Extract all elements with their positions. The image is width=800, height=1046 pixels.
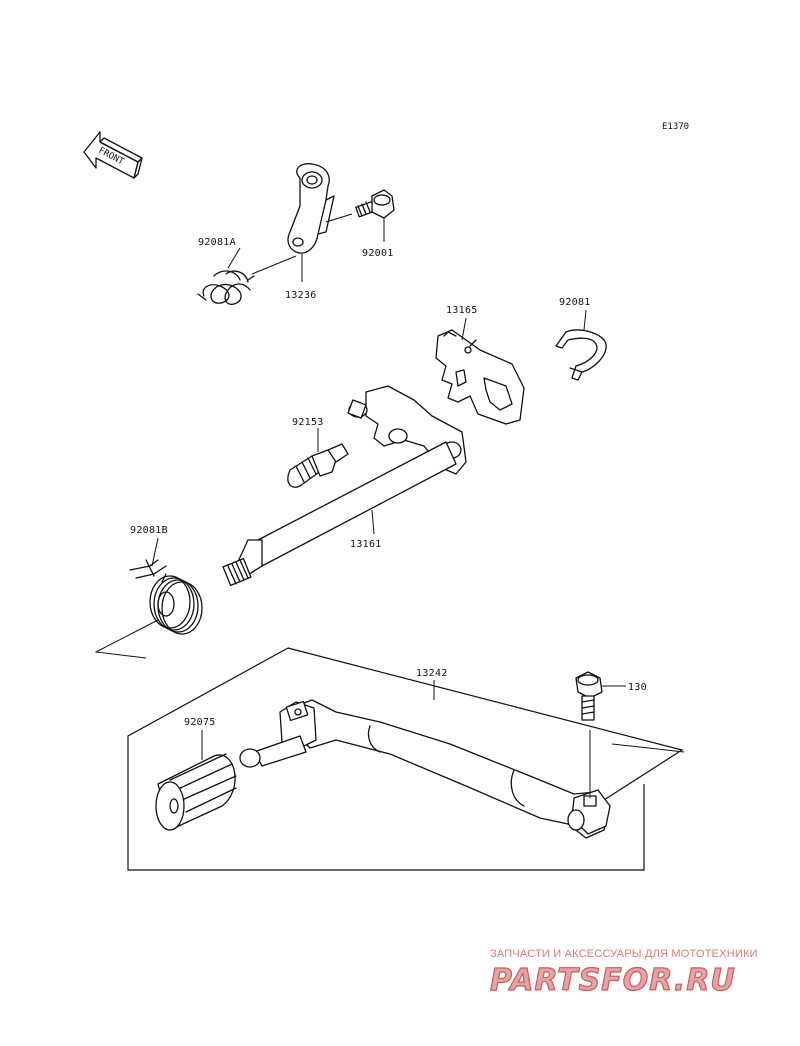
- watermark-tagline: ЗАПЧАСТИ И АКСЕССУАРЫ ДЛЯ МОТОТЕХНИКИ: [490, 948, 758, 960]
- diagram-code: E1370: [662, 122, 689, 132]
- part-92081a: [197, 270, 255, 305]
- part-92001: [355, 189, 395, 219]
- label-13236: 13236: [285, 290, 317, 301]
- label-92081a: 92081A: [198, 237, 236, 248]
- part-92153: [287, 443, 349, 488]
- part-130: [575, 671, 603, 721]
- part-13165: [435, 329, 525, 425]
- label-13165: 13165: [446, 305, 478, 316]
- label-92153: 92153: [292, 417, 324, 428]
- label-92075: 92075: [184, 717, 216, 728]
- label-130: 130: [628, 682, 647, 693]
- part-92075: [155, 753, 237, 831]
- part-13242: [239, 699, 611, 839]
- label-13242: 13242: [416, 668, 448, 679]
- label-92081: 92081: [559, 297, 591, 308]
- watermark-logo-text: PARTSFOR.RU: [490, 963, 736, 998]
- label-13161: 13161: [350, 539, 382, 550]
- label-92081b: 92081B: [130, 525, 168, 536]
- front-arrow-icon: FRONT: [83, 131, 143, 179]
- label-92001: 92001: [362, 248, 394, 259]
- watermark-logo: PARTSFOR.RU: [490, 962, 736, 998]
- part-92081b: [129, 559, 203, 635]
- part-92081: [555, 329, 607, 381]
- part-13161: [222, 385, 467, 587]
- part-13236: [287, 163, 335, 254]
